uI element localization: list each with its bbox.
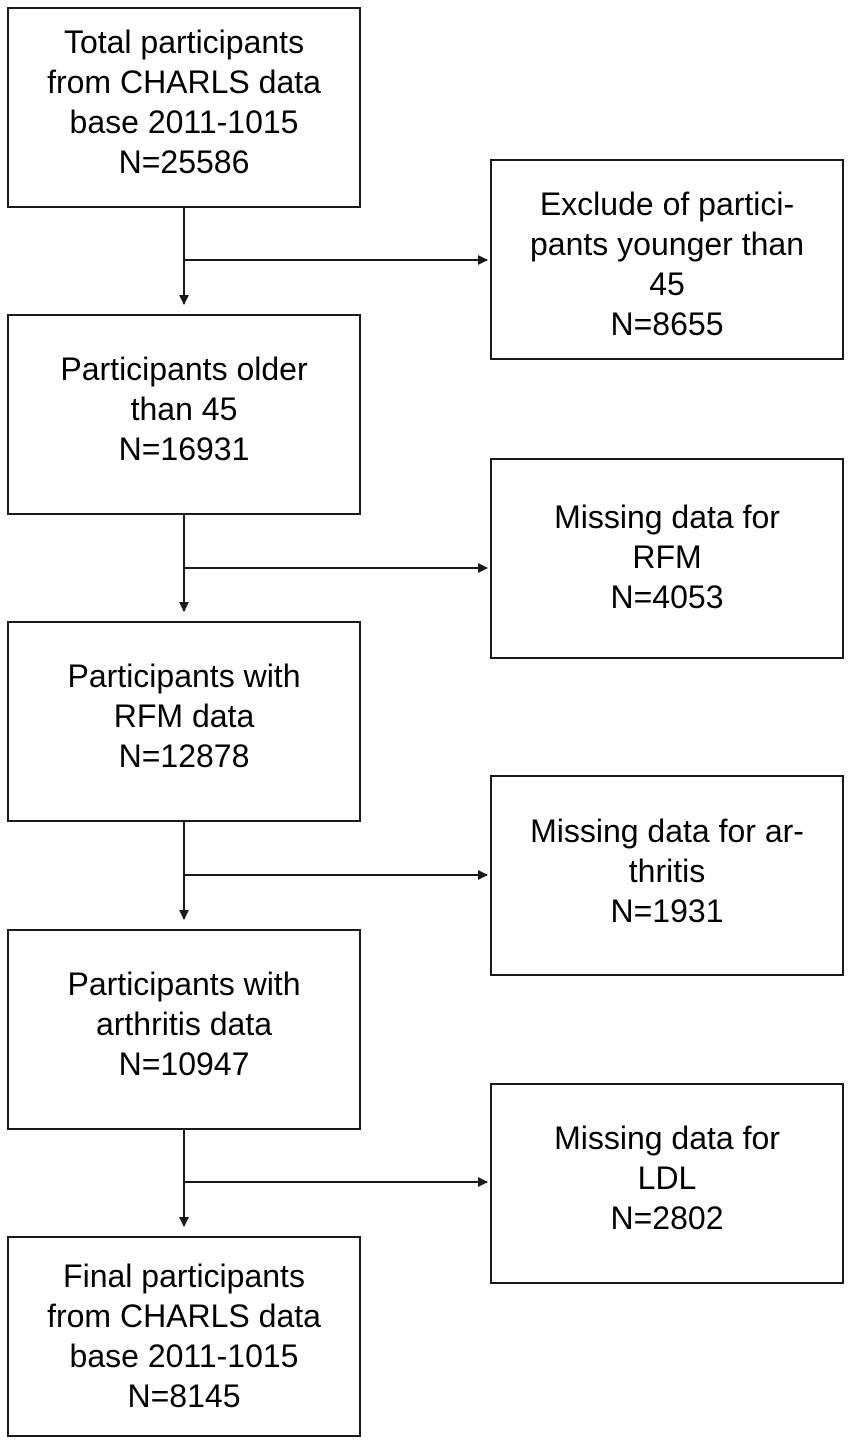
exclusion-missing-ldl-box: Missing data for LDL N=2802 — [490, 1083, 844, 1284]
box-text-line: than 45 — [130, 390, 238, 427]
box-count: N=2802 — [610, 1199, 724, 1236]
step-arthritis-data-box: Participants with arthritis data N=10947 — [7, 929, 361, 1130]
step-rfm-data-box: Participants with RFM data N=12878 — [7, 621, 361, 822]
box-text-line: Final participants — [63, 1257, 305, 1294]
box-text-line: arthritis data — [95, 1005, 273, 1042]
exclusion-missing-ldl-text: Missing data for LDL N=2802 — [554, 1118, 780, 1238]
box-text-line: Total participants — [63, 23, 305, 60]
box-text-line: LDL — [637, 1159, 697, 1196]
box-text-line: base 2011-1015 — [69, 103, 299, 140]
box-count: N=10947 — [118, 1045, 250, 1082]
box-count: N=25586 — [118, 143, 250, 180]
box-text-line: thritis — [628, 852, 706, 889]
box-text-line: base 2011-1015 — [69, 1337, 299, 1374]
step-total-participants-box: Total participants from CHARLS data base… — [7, 7, 361, 208]
box-text-line: RFM — [632, 539, 702, 575]
exclusion-missing-arthritis-text: Missing data for ar- thritis N=1931 — [530, 811, 804, 931]
box-count: N=16931 — [118, 430, 250, 467]
exclusion-missing-arthritis-box: Missing data for ar- thritis N=1931 — [490, 775, 844, 976]
exclusion-missing-rfm-text: Missing data for RFM N=4053 — [554, 497, 780, 617]
step-rfm-data-text: Participants with RFM data N=12878 — [68, 656, 301, 776]
box-text-line: pants younger than — [530, 225, 804, 262]
box-text-line: Exclude of partici- — [539, 185, 795, 222]
box-text-line: from CHARLS data — [47, 63, 321, 100]
exclusion-younger-than-45-box: Exclude of partici- pants younger than 4… — [490, 159, 844, 360]
step-arthritis-data-text: Participants with arthritis data N=10947 — [68, 964, 301, 1084]
box-count: N=8145 — [127, 1377, 241, 1414]
step-older-than-45-text: Participants older than 45 N=16931 — [60, 349, 307, 469]
box-text-line: from CHARLS data — [47, 1297, 321, 1334]
exclusion-missing-rfm-box: Missing data for RFM N=4053 — [490, 458, 844, 659]
exclusion-younger-than-45-text: Exclude of partici- pants younger than 4… — [530, 184, 804, 344]
box-text-line: Missing data for ar- — [530, 812, 804, 849]
box-text-line: 45 — [649, 265, 685, 302]
box-text-line: RFM data — [113, 697, 255, 734]
box-text-line: Missing data for — [554, 499, 780, 535]
box-count: N=4053 — [610, 579, 724, 615]
step-final-participants-text: Final participants from CHARLS data base… — [47, 1256, 321, 1416]
box-text-line: Participants older — [60, 350, 308, 387]
step-total-participants-text: Total participants from CHARLS data base… — [47, 22, 321, 182]
box-text-line: Participants with — [67, 657, 301, 694]
box-count: N=12878 — [118, 737, 250, 774]
step-older-than-45-box: Participants older than 45 N=16931 — [7, 314, 361, 515]
box-text-line: Participants with — [67, 965, 301, 1002]
step-final-participants-box: Final participants from CHARLS data base… — [7, 1236, 361, 1437]
box-count: N=8655 — [610, 305, 724, 342]
box-text-line: Missing data for — [554, 1119, 780, 1156]
box-count: N=1931 — [610, 892, 724, 929]
